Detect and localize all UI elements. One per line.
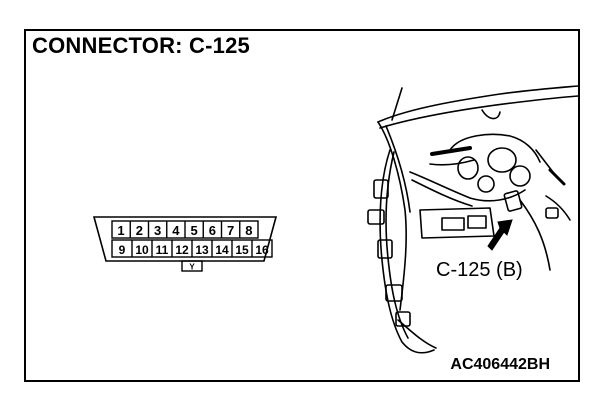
diagram-frame — [24, 29, 580, 382]
pin-7: 7 — [227, 223, 234, 238]
pin-8: 8 — [245, 223, 252, 238]
connector-callout-label: C-125 (B) — [436, 259, 523, 281]
pin-grid-bottom — [111, 239, 273, 258]
pin-1: 1 — [117, 223, 124, 238]
pin-15: 15 — [235, 243, 249, 257]
pin-2: 2 — [136, 223, 143, 238]
pin-5: 5 — [190, 223, 197, 238]
pointer-arrow — [487, 219, 513, 251]
a-pillar — [377, 121, 407, 311]
pin-10: 10 — [135, 243, 149, 257]
pin-11: 11 — [156, 243, 169, 257]
reference-code: AC406442BH — [450, 356, 550, 373]
instrument-cluster — [449, 133, 541, 163]
center-harness — [409, 171, 526, 202]
pin-16: 16 — [255, 243, 269, 257]
key-mark: Y — [189, 263, 195, 272]
pin-13: 13 — [195, 243, 209, 257]
pin-9: 9 — [119, 243, 126, 257]
pin-4: 4 — [172, 223, 180, 238]
connector-shell — [92, 216, 278, 262]
pin-grid-top — [111, 220, 259, 239]
dashboard-harness-illustration — [367, 85, 579, 354]
connector-key-tab — [181, 260, 203, 272]
pin-3: 3 — [154, 223, 161, 238]
c125-connector — [503, 190, 523, 212]
connector-title: CONNECTOR: C-125 — [32, 33, 250, 58]
pin-14: 14 — [215, 243, 229, 257]
pin-6: 6 — [209, 223, 216, 238]
pin-12: 12 — [175, 243, 189, 257]
connector-face: 1 2 3 4 5 6 7 8 9 10 11 12 13 14 15 16 Y — [92, 216, 278, 272]
dash-top-contour — [377, 85, 579, 123]
